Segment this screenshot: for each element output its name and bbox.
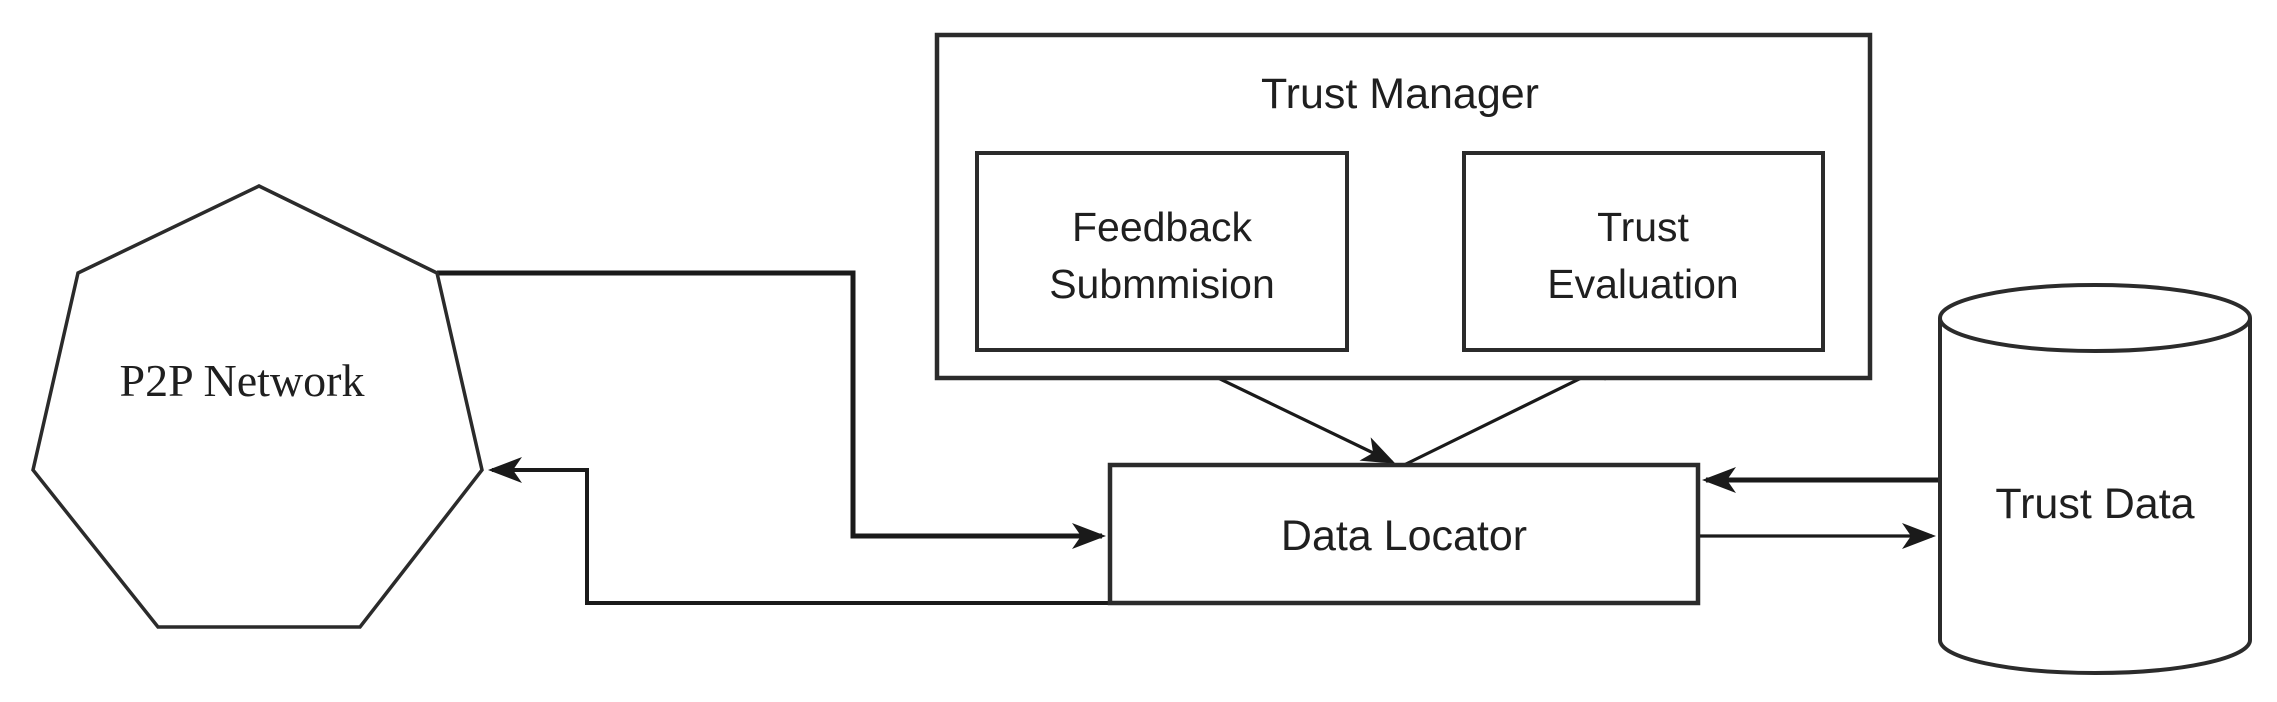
data-locator-box <box>1107 462 1701 606</box>
trust-evaluation-label-line2: Evaluation <box>1547 261 1738 307</box>
p2p-network-heptagon <box>31 184 484 629</box>
trust-data-store: Trust Data <box>1938 283 2252 675</box>
trust-manager-group: Trust Manager Feedback Submmision Trust … <box>934 32 1873 381</box>
feedback-submission-box <box>975 151 1349 352</box>
edge-p2p-to-data-locator <box>437 270 1106 549</box>
data-locator-node: Data Locator <box>1107 462 1701 606</box>
trust-data-cylinder-top <box>1938 283 2252 353</box>
feedback-submission-label-line1: Feedback <box>1072 204 1253 250</box>
trust-manager-title: Trust Manager <box>1261 70 1539 118</box>
trust-data-cylinder-body <box>1938 318 2252 675</box>
trust-evaluation-node: Trust Evaluation <box>1462 151 1825 352</box>
p2p-network-node: P2P Network <box>31 184 484 629</box>
trust-evaluation-label-line1: Trust <box>1597 204 1689 250</box>
trust-evaluation-box <box>1462 151 1825 352</box>
feedback-submission-node: Feedback Submmision <box>975 151 1349 352</box>
edge-data-locator-to-p2p <box>488 457 1110 605</box>
p2p-network-label: P2P Network <box>120 355 365 406</box>
feedback-submission-label-line2: Submmision <box>1049 261 1275 307</box>
data-locator-label: Data Locator <box>1281 512 1527 560</box>
trust-data-label: Trust Data <box>1995 480 2194 528</box>
